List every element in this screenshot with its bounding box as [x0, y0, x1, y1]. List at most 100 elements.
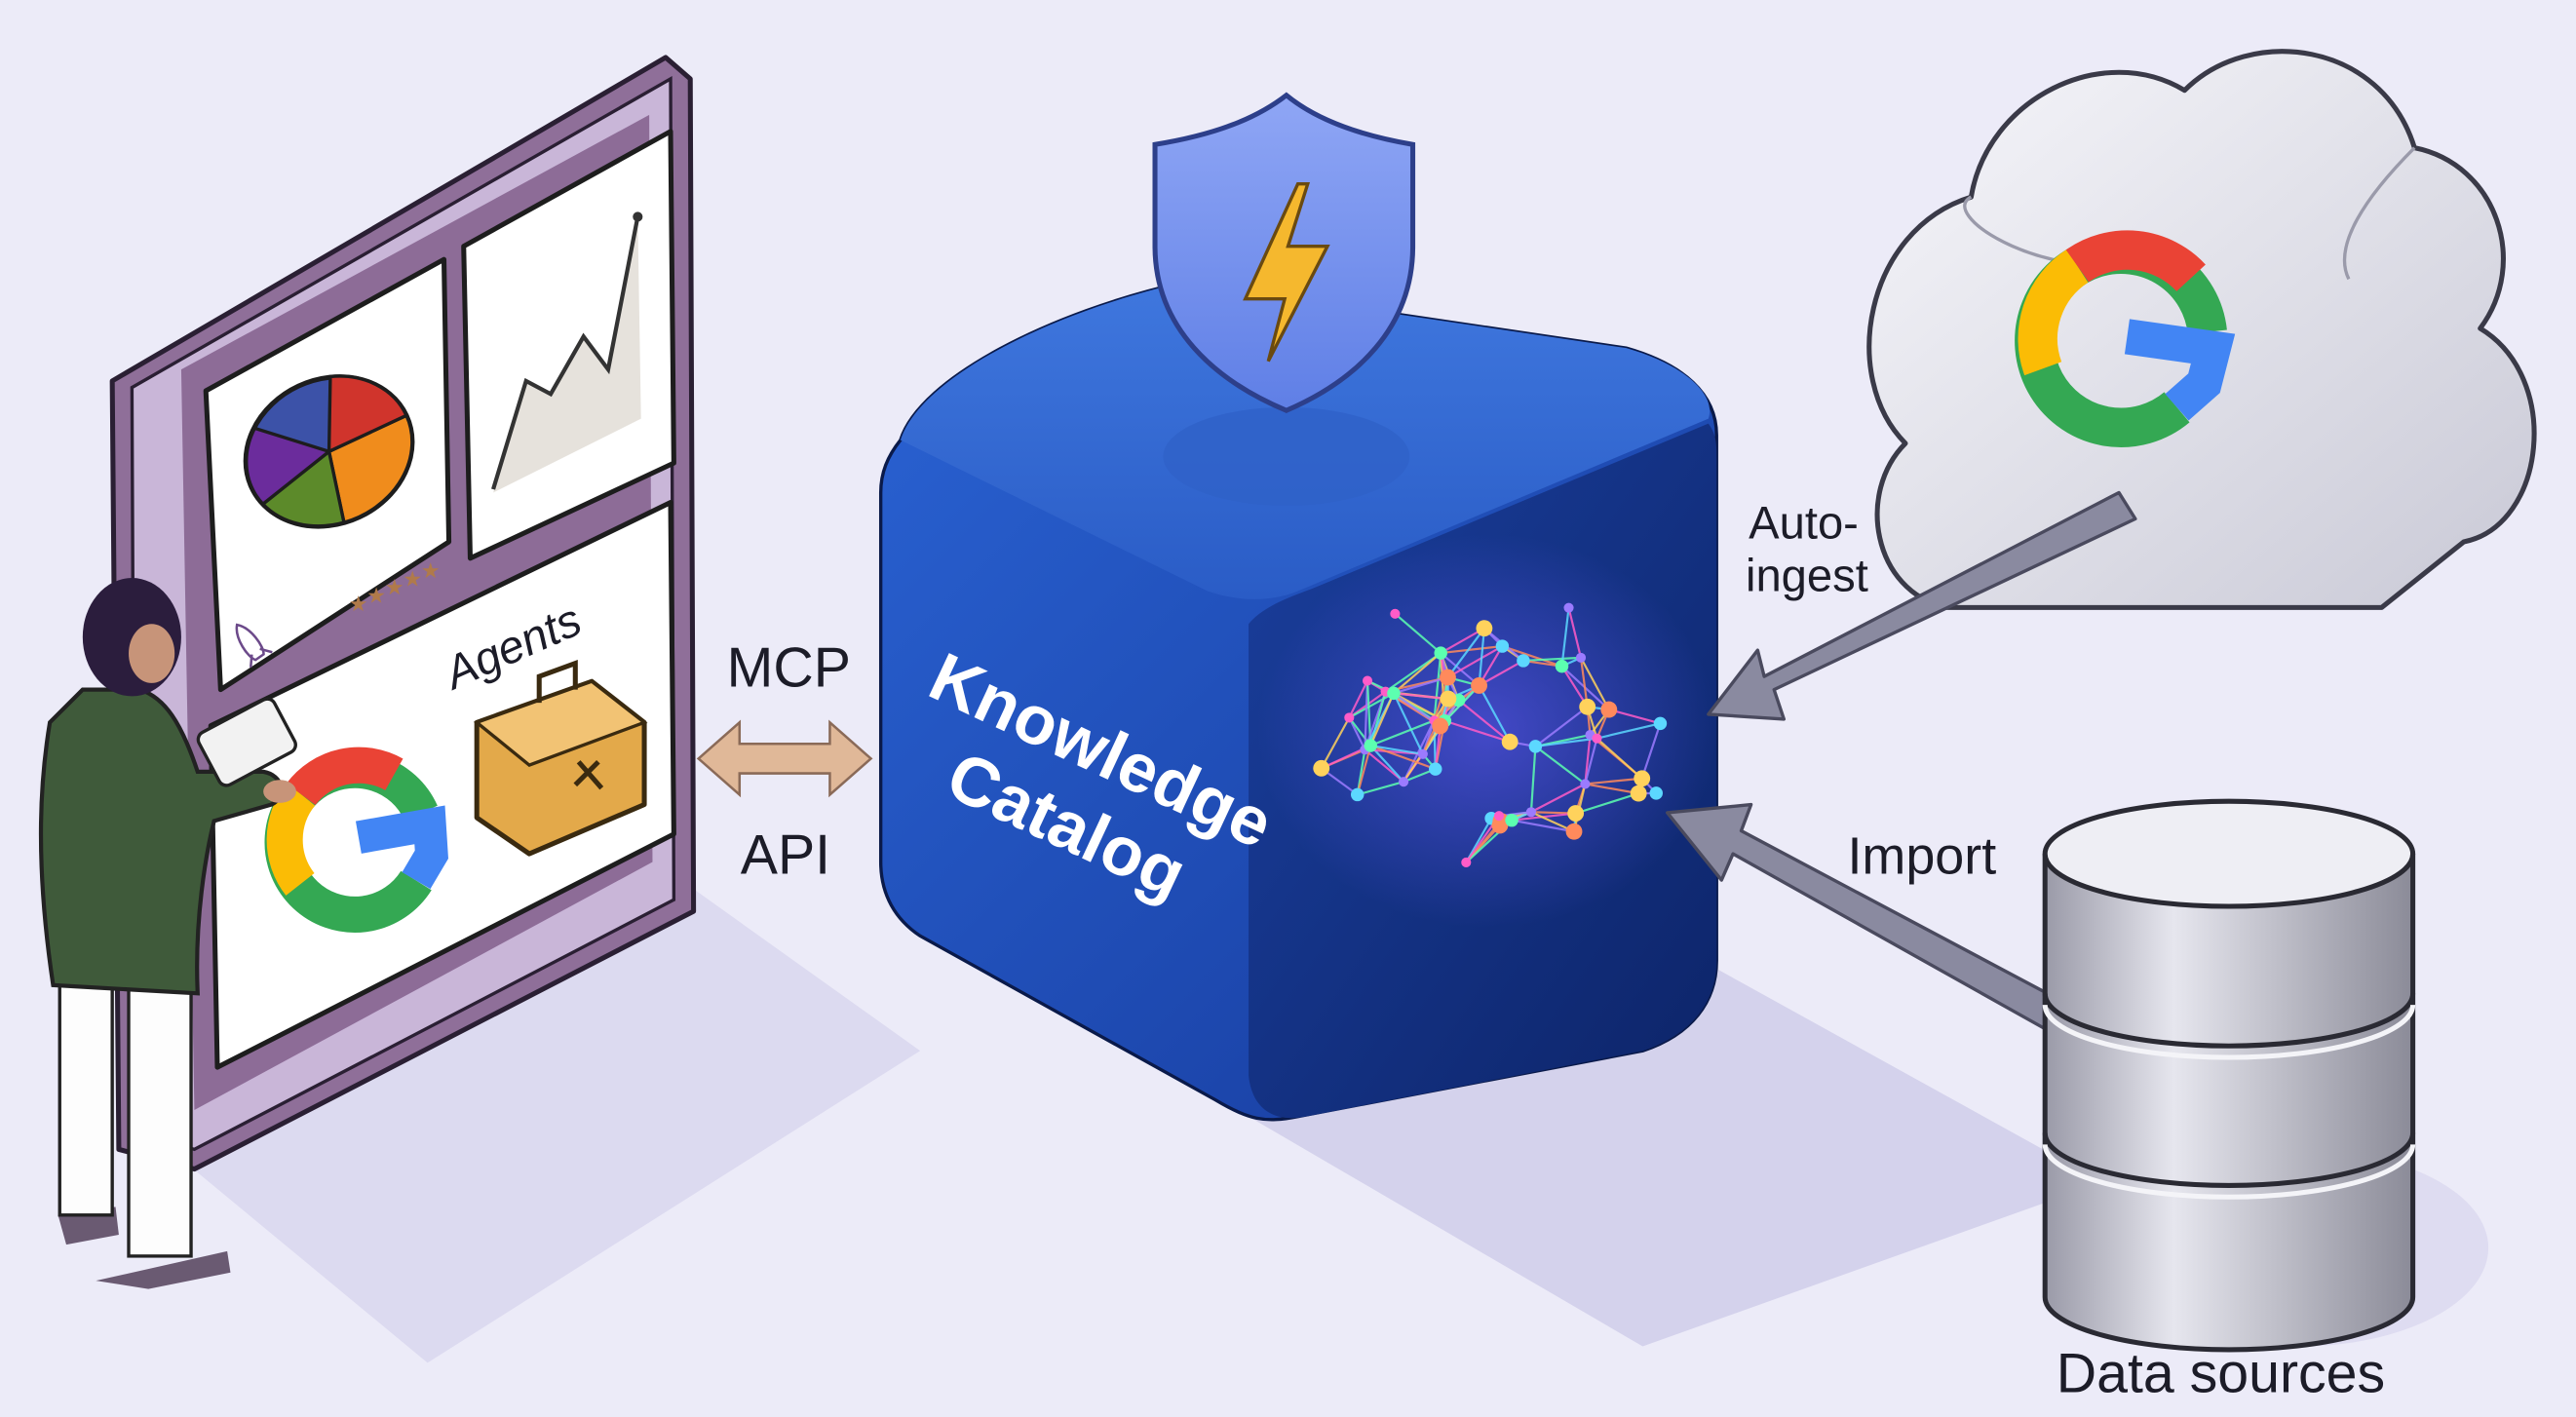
- neural-node: [1634, 770, 1651, 787]
- auto-ingest-label-line2: ingest: [1746, 550, 1868, 601]
- agents-dashboard-panel: ★★★★★ Agents: [109, 55, 697, 1172]
- neural-link: [1369, 745, 1437, 771]
- neural-node: [1493, 811, 1505, 822]
- shoe-icon: [96, 1250, 231, 1289]
- neural-link: [1478, 628, 1485, 686]
- neural-node: [1313, 759, 1330, 777]
- mcp-api-connector: MCP API: [696, 636, 873, 886]
- neural-node: [1580, 779, 1591, 789]
- neural-node: [1440, 690, 1457, 708]
- line-chart-point: [633, 211, 643, 222]
- neural-link: [1522, 656, 1582, 663]
- neural-node: [1567, 805, 1585, 823]
- neural-node: [1350, 787, 1365, 802]
- shield-base-shadow: [1163, 406, 1410, 506]
- neural-link: [1534, 746, 1587, 785]
- neural-link: [1529, 746, 1537, 813]
- neural-link: [1585, 783, 1639, 795]
- rocket-icon: [235, 623, 273, 668]
- neural-link: [1446, 645, 1503, 679]
- neural-node: [1440, 669, 1456, 686]
- neural-link: [1392, 692, 1424, 755]
- security-shield-icon: [1152, 92, 1416, 413]
- neural-link: [1502, 645, 1562, 668]
- pie-chart-card[interactable]: ★★★★★: [203, 256, 452, 693]
- neural-node: [1429, 762, 1442, 776]
- neural-node: [1525, 807, 1537, 818]
- brain-glow: [1256, 533, 1717, 928]
- neural-node: [1491, 817, 1509, 834]
- neural-node: [1390, 608, 1401, 619]
- neural-link: [1356, 745, 1372, 795]
- auto-ingest-arrow: Auto- ingest: [1707, 490, 2137, 721]
- neural-node: [1528, 740, 1543, 753]
- knowledge-catalog-cube[interactable]: Knowledge Catalog: [878, 281, 1718, 1122]
- line-chart-card[interactable]: [461, 129, 676, 561]
- neural-node: [1434, 646, 1447, 660]
- neural-link: [1457, 699, 1511, 744]
- neural-link: [1384, 652, 1442, 693]
- toolbox-icon: [473, 660, 648, 857]
- agents-card[interactable]: Agents: [208, 500, 676, 1070]
- neural-node: [1653, 716, 1668, 731]
- neural-node: [1579, 698, 1596, 715]
- neural-node: [1575, 652, 1587, 663]
- api-label: API: [741, 823, 830, 886]
- neural-link: [1394, 612, 1442, 654]
- neural-link: [1393, 652, 1442, 695]
- neural-link: [1478, 684, 1512, 743]
- lightning-bolt-icon: [1243, 182, 1330, 363]
- neural-link: [1348, 692, 1395, 719]
- neural-link: [1441, 644, 1503, 655]
- mcp-label: MCP: [727, 636, 851, 699]
- google-cloud-source[interactable]: [1866, 49, 2537, 610]
- neural-link: [1584, 738, 1598, 785]
- neural-node: [1592, 733, 1602, 744]
- neural-link: [1369, 692, 1395, 747]
- neural-link: [1608, 708, 1661, 725]
- neural-node: [1362, 675, 1373, 686]
- neural-node: [1495, 639, 1510, 653]
- neural-link: [1479, 659, 1524, 687]
- neural-link: [1596, 722, 1661, 740]
- star-icon: ★: [403, 566, 422, 591]
- neural-node: [1555, 659, 1569, 673]
- neural-link: [1348, 680, 1368, 718]
- neural-link: [1575, 792, 1639, 815]
- person-user: [38, 578, 297, 1289]
- neural-link: [1433, 652, 1442, 721]
- data-sources-caption: Data sources: [2057, 1343, 2385, 1405]
- neural-node: [1505, 813, 1519, 827]
- neural-link: [1535, 737, 1597, 747]
- star-icon: ★: [421, 558, 441, 583]
- neural-link: [1440, 627, 1485, 655]
- star-icon: ★: [349, 592, 368, 616]
- database-icon[interactable]: Data sources: [2042, 798, 2489, 1405]
- neural-node: [1630, 785, 1647, 802]
- panel-shadow: [189, 886, 921, 1363]
- neural-node: [1563, 602, 1574, 613]
- tablet-device-icon: [196, 697, 297, 787]
- neural-link: [1444, 719, 1511, 744]
- neural-node: [1461, 857, 1472, 867]
- neural-link: [1403, 719, 1436, 783]
- neural-link: [1348, 716, 1366, 750]
- neural-link: [1446, 628, 1485, 678]
- neural-link: [1369, 691, 1387, 747]
- google-logo-icon: [264, 747, 448, 933]
- google-logo-icon: [2015, 230, 2236, 447]
- neural-link: [1534, 706, 1589, 747]
- neural-node: [1344, 712, 1355, 723]
- neural-link: [1364, 748, 1404, 784]
- neural-link: [1357, 781, 1404, 796]
- line-chart-line: [491, 215, 640, 490]
- star-icon: ★: [366, 583, 386, 607]
- import-arrow: Import: [1666, 802, 2058, 1030]
- neural-link: [1393, 692, 1449, 701]
- neural-link: [1584, 734, 1592, 785]
- neural-node: [1432, 717, 1449, 735]
- neural-node: [1600, 701, 1618, 718]
- neural-node: [1565, 823, 1583, 840]
- neural-node: [1501, 733, 1519, 750]
- neural-link: [1369, 745, 1404, 783]
